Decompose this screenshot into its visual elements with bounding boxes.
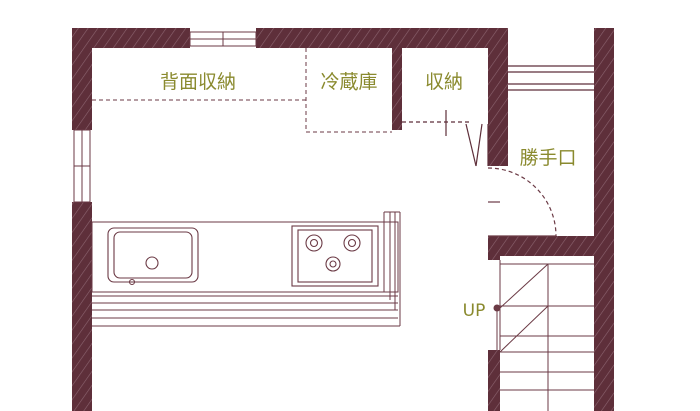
stove [291,225,379,287]
wall-top-right [256,28,508,48]
staircase [493,260,594,411]
wall-right-upper [488,28,508,166]
wall-left-upper [72,28,92,130]
back-storage-outline [92,48,392,133]
label-service-door: 勝手口 [519,147,576,169]
wall-top-left [72,28,190,48]
pantry-door [402,110,489,167]
window-top [189,31,257,47]
sink [107,227,199,286]
label-refrigerator: 冷蔵庫 [320,71,377,93]
outdoor-railing [508,65,594,91]
kitchen-counter [91,211,401,327]
wall-stair-left-lower [488,350,500,411]
wall-storage-divider [392,48,402,130]
label-back-storage: 背面収納 [160,71,236,93]
wall-far-right [594,28,614,411]
label-stairs-up: UP [463,301,486,321]
window-left [73,129,91,203]
wall-stair-top [488,236,612,256]
service-door [487,167,557,237]
label-storage: 収納 [425,71,463,93]
wall-left-lower [72,202,92,411]
wall-stair-left [488,236,500,260]
walls [72,28,614,411]
